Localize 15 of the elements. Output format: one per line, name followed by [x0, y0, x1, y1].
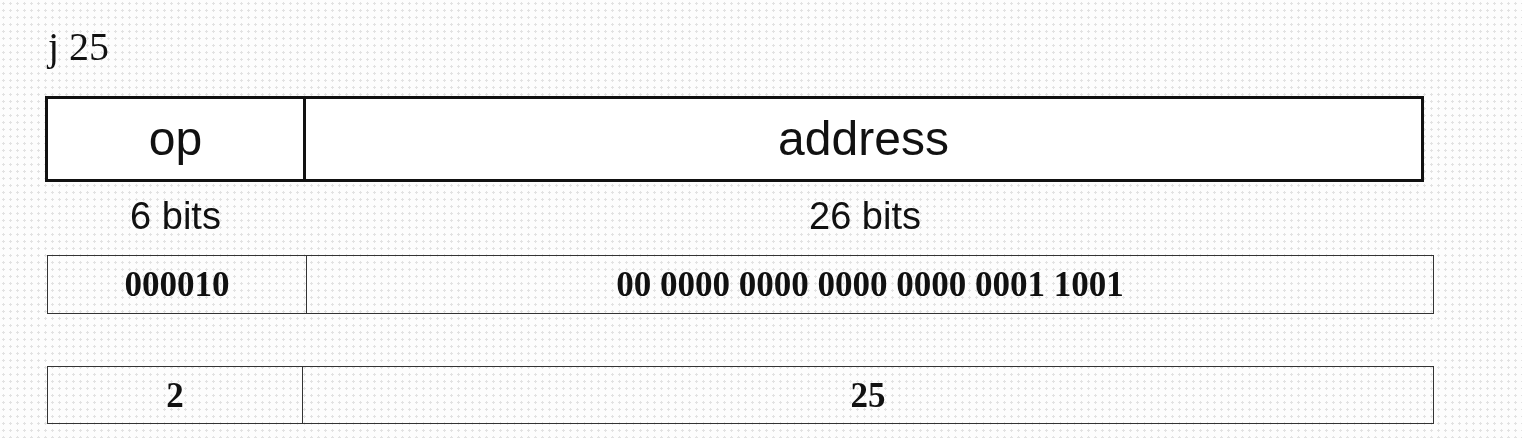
address-binary-cell	[307, 255, 1434, 314]
field-name: address	[778, 115, 949, 163]
opcode-binary-cell	[47, 255, 307, 314]
instruction-title: j 25	[48, 27, 110, 67]
opcode-field-cell	[45, 96, 306, 182]
decimal-value: 25	[850, 377, 886, 413]
opcode-decimal-cell	[47, 366, 303, 424]
bit-width-label: 26 bits	[809, 197, 921, 235]
decimal-value: 2	[166, 377, 184, 413]
bit-width-label: 6 bits	[130, 197, 221, 235]
field-name: op	[148, 115, 203, 163]
address-decimal-cell	[303, 366, 1434, 424]
address-field-cell	[306, 96, 1424, 182]
binary-value: 000010	[124, 267, 230, 302]
binary-value: 00 0000 0000 0000 0000 0001 1001	[616, 267, 1124, 302]
